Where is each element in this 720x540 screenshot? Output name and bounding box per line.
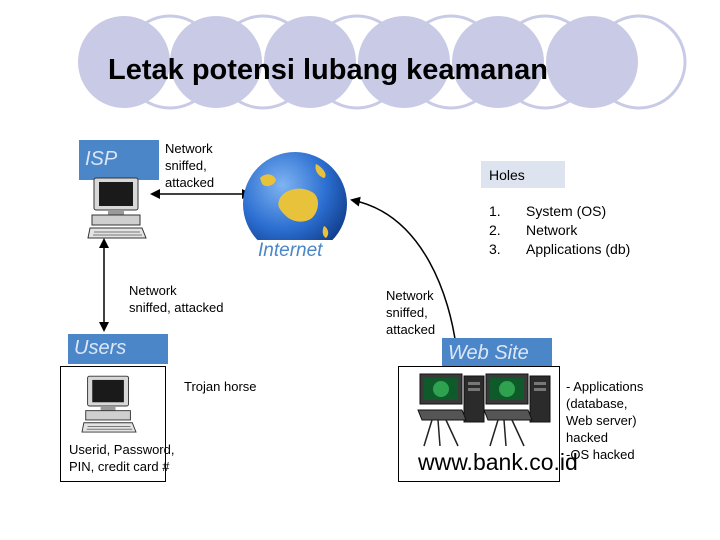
isp-internet-link-label: Network sniffed, attacked bbox=[165, 141, 215, 190]
website-notes: - Applications (database, Web server) ha… bbox=[566, 379, 644, 462]
isp-label: ISP bbox=[79, 140, 159, 180]
isp-users-link-label: Network sniffed, attacked bbox=[129, 283, 224, 315]
website-url: www.bank.co.id bbox=[418, 449, 578, 475]
server-computer-icon bbox=[417, 373, 485, 447]
credentials-text: Userid, Password, PIN, credit card # bbox=[69, 442, 175, 474]
trojan-horse-label: Trojan horse bbox=[184, 379, 257, 394]
desktop-computer-icon bbox=[81, 375, 137, 433]
server-computer-icon bbox=[483, 373, 551, 447]
decorative-circles bbox=[78, 14, 687, 110]
list-item: 1.System (OS) bbox=[489, 203, 607, 219]
website-internet-link bbox=[350, 196, 457, 347]
website-label: Web Site bbox=[442, 338, 552, 368]
page-title: Letak potensi lubang keamanan bbox=[108, 54, 548, 86]
list-item: 3.Applications (db) bbox=[489, 241, 631, 257]
list-item: 2.Network bbox=[489, 222, 578, 238]
website-internet-link-label: Network sniffed, attacked bbox=[386, 288, 436, 337]
holes-label: Holes bbox=[481, 161, 565, 188]
globe-icon bbox=[243, 152, 347, 256]
holes-list: 1.System (OS) 2.Network 3.Applications (… bbox=[481, 188, 681, 266]
desktop-computer-icon bbox=[87, 177, 147, 239]
internet-label: Internet bbox=[258, 240, 342, 266]
users-label: Users bbox=[68, 334, 168, 364]
